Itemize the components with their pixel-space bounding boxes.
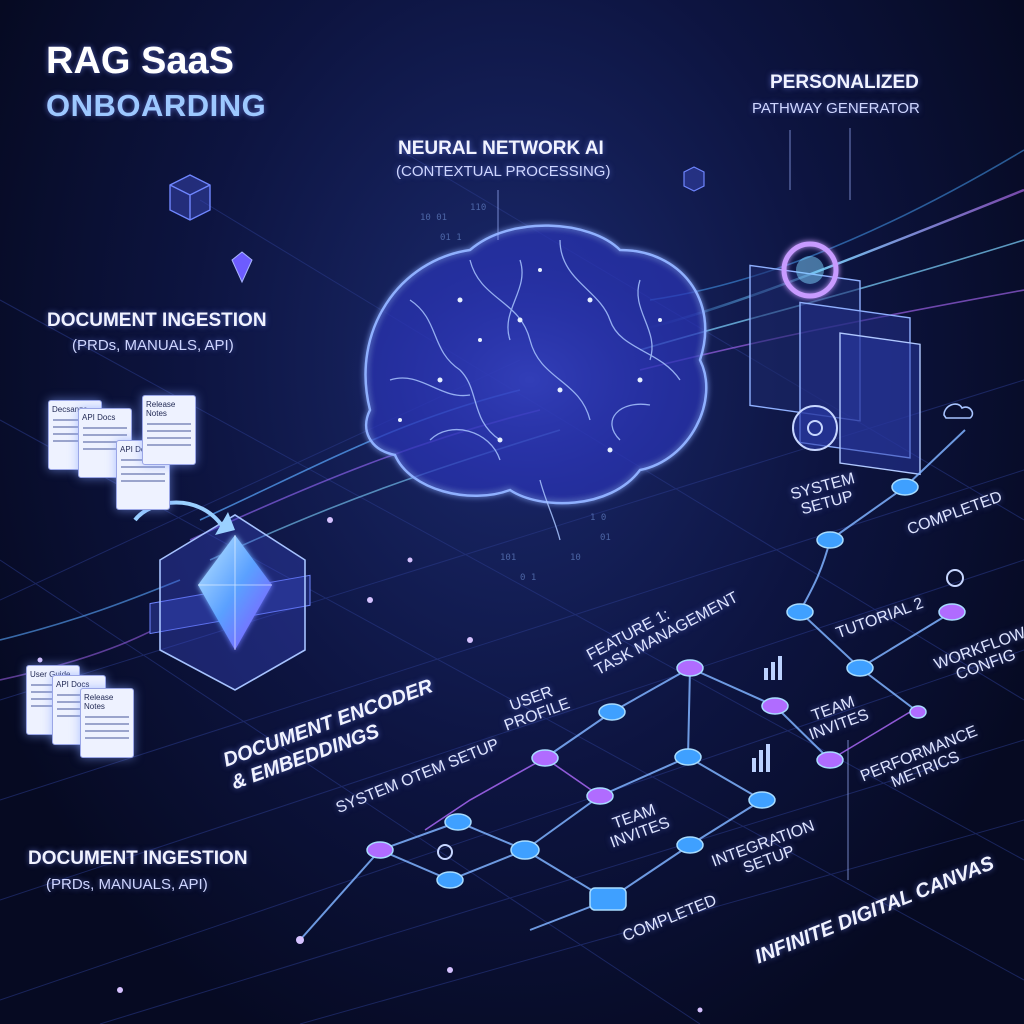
svg-text:01: 01 xyxy=(600,533,611,543)
document-ingestion-subtitle: (PRDs, MANUALS, API) xyxy=(72,337,234,354)
svg-text:0 1: 0 1 xyxy=(520,573,536,583)
document-card: Release Notes xyxy=(80,688,134,758)
svg-text:10: 10 xyxy=(570,553,581,563)
brain-icon xyxy=(340,224,720,541)
pathway-nodes xyxy=(366,478,966,911)
ingestion-arrow-head xyxy=(215,512,235,535)
gem-icon xyxy=(231,251,253,284)
svg-text:10 01: 10 01 xyxy=(420,213,447,223)
main-subtitle: ONBOARDING xyxy=(46,88,267,123)
gear-icon xyxy=(437,405,964,860)
callout-lines xyxy=(497,128,851,880)
svg-text:101: 101 xyxy=(500,553,516,563)
main-title: RAG SaaS xyxy=(46,40,234,82)
binary-rain: 10 01 01 1 110 1 0 01 10 101 0 1 xyxy=(420,203,611,583)
cloud-icon xyxy=(943,403,974,419)
neural-network-subtitle: (CONTEXTUAL PROCESSING) xyxy=(396,163,611,180)
encoder-crystal-icon xyxy=(149,514,311,691)
document-card: Release Notes xyxy=(142,395,196,465)
document-ingestion-title: DOCUMENT INGESTION xyxy=(47,310,267,331)
sparkle-dots xyxy=(37,517,703,1013)
document-ingestion-title-bottom: DOCUMENT INGESTION xyxy=(28,848,248,869)
ingestion-arrow xyxy=(133,500,227,532)
background-grid xyxy=(0,149,1024,1024)
cube-icon-small xyxy=(683,166,705,192)
cube-icon xyxy=(169,174,211,221)
pathway-generator-subtitle: PATHWAY GENERATOR xyxy=(752,100,920,117)
neural-network-title: NEURAL NETWORK AI xyxy=(398,138,604,159)
bar-chart-icon xyxy=(752,656,782,772)
svg-text:110: 110 xyxy=(470,203,486,213)
document-ingestion-subtitle-bottom: (PRDs, MANUALS, API) xyxy=(46,876,208,893)
svg-text:01 1: 01 1 xyxy=(440,233,462,243)
pathway-generator-title: PERSONALIZED xyxy=(770,72,919,93)
svg-text:1 0: 1 0 xyxy=(590,513,606,523)
